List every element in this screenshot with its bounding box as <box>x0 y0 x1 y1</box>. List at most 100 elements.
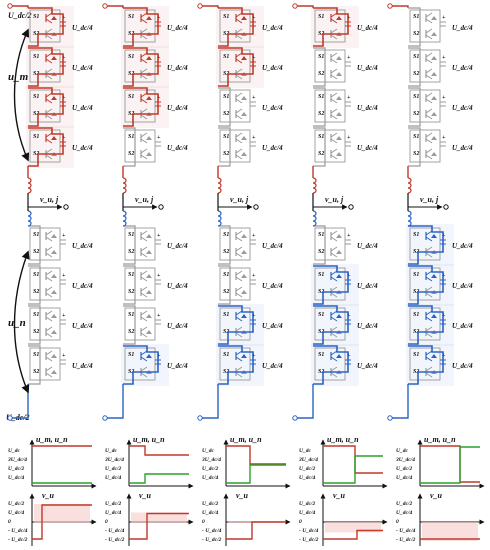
axis-tick: U_dc/4 <box>299 475 315 481</box>
s1-label: S1 <box>223 232 229 238</box>
s2-label: S2 <box>413 289 419 295</box>
s2-label: S2 <box>128 289 134 295</box>
capacitor-plus: + <box>442 95 446 101</box>
s1-label: S1 <box>33 352 39 358</box>
capacitor-plus: + <box>62 15 66 21</box>
capacitor-plus: + <box>62 135 66 141</box>
axis-tick: U_dc/4 <box>396 510 412 516</box>
axis-tick: U_dc/2 <box>105 466 121 472</box>
s2-label: S2 <box>413 151 419 157</box>
s2-label: S2 <box>33 71 39 77</box>
s1-label: S1 <box>318 312 324 318</box>
axis-tick: - U_dc/2 <box>299 537 319 543</box>
module-voltage-label: U_dc/4 <box>72 144 93 152</box>
capacitor-plus: + <box>252 95 256 101</box>
s1-label: S1 <box>318 54 324 60</box>
s2-label: S2 <box>128 31 134 37</box>
axis-tick: - U_dc/4 <box>202 528 222 534</box>
module-voltage-label: U_dc/4 <box>262 282 283 290</box>
module-voltage-label: U_dc/4 <box>167 104 188 112</box>
module-voltage-label: U_dc/4 <box>262 104 283 112</box>
s2-label: S2 <box>33 249 39 255</box>
module-voltage-label: U_dc/4 <box>167 144 188 152</box>
capacitor-plus: + <box>157 95 161 101</box>
axis-tick: U_dc/2 <box>299 501 315 507</box>
s1-label: S1 <box>413 94 419 100</box>
capacitor-plus: + <box>157 55 161 61</box>
waveform-title: v_u <box>42 491 55 500</box>
s1-label: S1 <box>223 312 229 318</box>
waveform-panel-3: u_m, u_nU_dc3U_dc/4U_dc/2U_dc/4v_uU_dc/2… <box>201 435 291 546</box>
state-column-5: +S1S2U_dc/4+S1S2U_dc/4+S1S2U_dc/4+S1S2U_… <box>387 3 473 421</box>
s2-label: S2 <box>33 329 39 335</box>
s2-label: S2 <box>413 71 419 77</box>
axis-tick: U_dc <box>396 448 408 454</box>
s2-label: S2 <box>128 249 134 255</box>
axis-tick: U_dc/4 <box>8 475 24 481</box>
s2-label: S2 <box>318 31 324 37</box>
s1-label: S1 <box>33 312 39 318</box>
axis-tick: U_dc/4 <box>8 510 24 516</box>
module-voltage-label: U_dc/4 <box>357 322 378 330</box>
module-voltage-label: U_dc/4 <box>167 242 188 250</box>
s2-label: S2 <box>223 249 229 255</box>
state-column-4: +S1S2U_dc/4+S1S2U_dc/4+S1S2U_dc/4+S1S2U_… <box>292 3 378 421</box>
module-voltage-label: U_dc/4 <box>452 322 473 330</box>
axis-tick: U_dc <box>299 448 311 454</box>
axis-tick: 3U_dc/4 <box>395 457 415 463</box>
module-voltage-label: U_dc/4 <box>72 64 93 72</box>
s1-label: S1 <box>223 94 229 100</box>
axis-tick: 3U_dc/4 <box>298 457 318 463</box>
state-column-1: +S1S2U_dc/4+S1S2U_dc/4+S1S2U_dc/4+S1S2U_… <box>7 3 93 421</box>
module-voltage-label: U_dc/4 <box>357 242 378 250</box>
axis-tick: - U_dc/4 <box>8 528 28 534</box>
axis-tick: - U_dc/2 <box>202 537 222 543</box>
s1-label: S1 <box>128 54 134 60</box>
module-voltage-label: U_dc/4 <box>262 64 283 72</box>
s2-label: S2 <box>413 31 419 37</box>
s1-label: S1 <box>318 14 324 20</box>
s2-label: S2 <box>128 111 134 117</box>
axis-tick: 0 <box>8 519 11 525</box>
axis-tick: 3U_dc/4 <box>104 457 124 463</box>
capacitor-plus: + <box>442 233 446 239</box>
s2-label: S2 <box>33 369 39 375</box>
module-voltage-label: U_dc/4 <box>357 362 378 370</box>
s2-label: S2 <box>413 249 419 255</box>
s1-label: S1 <box>128 272 134 278</box>
s1-label: S1 <box>223 272 229 278</box>
s1-label: S1 <box>223 352 229 358</box>
s1-label: S1 <box>413 232 419 238</box>
waveform-panel-4: u_m, u_nU_dc3U_dc/4U_dc/2U_dc/4v_uU_dc/2… <box>298 435 388 546</box>
axis-tick: - U_dc/4 <box>299 528 319 534</box>
capacitor-plus: + <box>157 135 161 141</box>
s2-label: S2 <box>318 151 324 157</box>
capacitor-plus: + <box>347 55 351 61</box>
s1-label: S1 <box>318 272 324 278</box>
capacitor-plus: + <box>347 273 351 279</box>
capacitor-plus: + <box>252 313 256 319</box>
axis-tick: 3U_dc/4 <box>7 457 27 463</box>
capacitor-plus: + <box>157 233 161 239</box>
capacitor-plus: + <box>157 313 161 319</box>
module-voltage-label: U_dc/4 <box>167 64 188 72</box>
waveform-title: v_u <box>430 491 443 500</box>
axis-tick: U_dc/2 <box>202 501 218 507</box>
s2-label: S2 <box>223 31 229 37</box>
axis-tick: - U_dc/4 <box>396 528 416 534</box>
capacitor-plus: + <box>252 353 256 359</box>
module-voltage-label: U_dc/4 <box>452 362 473 370</box>
